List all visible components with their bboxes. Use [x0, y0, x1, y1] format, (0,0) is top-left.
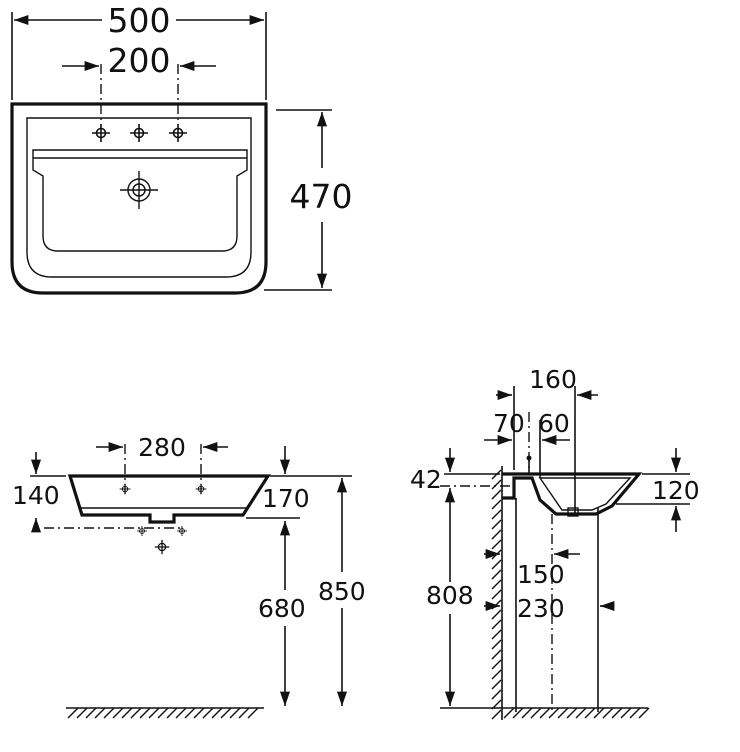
hatch-stroke	[491, 519, 502, 530]
hatch-stroke	[584, 707, 596, 719]
hatch-stroke	[491, 629, 502, 640]
hatch-stroke	[491, 489, 502, 500]
hatch-stroke	[229, 707, 241, 719]
hatch-stroke	[491, 649, 502, 660]
hatch-stroke	[491, 659, 502, 670]
hatch-stroke	[530, 707, 542, 719]
hatch-stroke	[238, 707, 250, 719]
hatch-stroke	[593, 707, 605, 719]
hatch-stroke	[76, 707, 88, 719]
hatch-stroke	[575, 707, 587, 719]
hatch-stroke	[67, 707, 79, 719]
drain-offset-label: 150	[517, 560, 565, 589]
basin-side-profile	[502, 472, 643, 516]
wall-hatch	[491, 469, 502, 720]
hatch-stroke	[130, 707, 142, 719]
hatch-stroke	[491, 679, 502, 690]
tap-spacing-label: 200	[108, 41, 171, 80]
hatch-stroke	[491, 669, 502, 680]
hatch-stroke	[202, 707, 214, 719]
hatch-stroke	[94, 707, 106, 719]
hatch-stroke	[629, 707, 641, 719]
hatch-stroke	[491, 559, 502, 570]
rim-front-label: 140	[12, 481, 60, 510]
bowl-height-label: 120	[652, 476, 700, 505]
hatch-stroke	[521, 707, 533, 719]
hatch-stroke	[491, 589, 502, 600]
basin-inner-rim	[26, 117, 252, 278]
hatch-stroke	[193, 707, 205, 719]
top-height-label: 850	[318, 577, 366, 606]
wall-offset-label: 70	[493, 409, 525, 438]
hatch-stroke	[184, 707, 196, 719]
basin-side-inner	[538, 477, 632, 511]
drain-hole-icon	[120, 171, 158, 209]
hatch-stroke	[491, 579, 502, 590]
hatch-stroke	[566, 707, 578, 719]
hatch-stroke	[491, 529, 502, 540]
basin-bowl-outline	[32, 149, 248, 252]
hatch-stroke	[557, 707, 569, 719]
waste-outlet	[567, 507, 579, 517]
hatch-stroke	[512, 707, 524, 719]
hatch-stroke	[491, 609, 502, 620]
hatch-stroke	[548, 707, 560, 719]
rim-offset-label: 42	[410, 465, 442, 494]
hatch-stroke	[166, 707, 178, 719]
tap-hole-center-icon	[129, 123, 149, 143]
hatch-stroke	[611, 707, 623, 719]
hatch-stroke	[121, 707, 133, 719]
basin-top-outline	[10, 102, 268, 295]
hatch-stroke	[139, 707, 151, 719]
hatch-stroke	[491, 689, 502, 700]
hatch-stroke	[491, 539, 502, 550]
hatch-stroke	[491, 639, 502, 650]
fixing-height-label: 808	[426, 581, 474, 610]
hatch-stroke	[85, 707, 97, 719]
hatch-stroke	[157, 707, 169, 719]
hatch-stroke	[148, 707, 160, 719]
top-view: 500 200 470	[10, 1, 353, 295]
waste-fixing-bottom-icon	[154, 539, 170, 555]
drain-depth-label: 230	[517, 594, 565, 623]
hatch-stroke	[539, 707, 551, 719]
hatch-stroke	[491, 619, 502, 630]
tap-hole-right-icon	[168, 123, 188, 143]
front-view: 280 140 170 680 850	[12, 433, 366, 719]
floor-hatch-side	[503, 707, 650, 719]
overall-depth-label: 160	[529, 365, 577, 394]
tap-offset-label: 60	[538, 409, 570, 438]
hatch-stroke	[103, 707, 115, 719]
rim-back-label: 170	[262, 484, 310, 513]
hatch-stroke	[112, 707, 124, 719]
basin-front-outline	[67, 474, 271, 524]
hatch-stroke	[491, 499, 502, 510]
floor-hatch-front	[67, 707, 259, 719]
hatch-stroke	[220, 707, 232, 719]
hatch-stroke	[491, 479, 502, 490]
hatch-stroke	[638, 707, 650, 719]
hatch-stroke	[211, 707, 223, 719]
tap-hole-left-icon	[91, 123, 111, 143]
hatch-stroke	[491, 509, 502, 520]
depth-label: 470	[290, 177, 353, 216]
side-view: 160 70 60 42 120 150 230 808	[410, 365, 700, 720]
width-label: 500	[108, 1, 171, 40]
hole-spacing-label: 280	[138, 433, 186, 462]
hatch-stroke	[602, 707, 614, 719]
hatch-stroke	[503, 707, 515, 719]
hatch-stroke	[491, 569, 502, 580]
hatch-stroke	[175, 707, 187, 719]
hatch-stroke	[620, 707, 632, 719]
hatch-stroke	[491, 709, 502, 720]
bottom-height-label: 680	[258, 594, 306, 623]
hatch-stroke	[491, 599, 502, 610]
hatch-stroke	[247, 707, 259, 719]
